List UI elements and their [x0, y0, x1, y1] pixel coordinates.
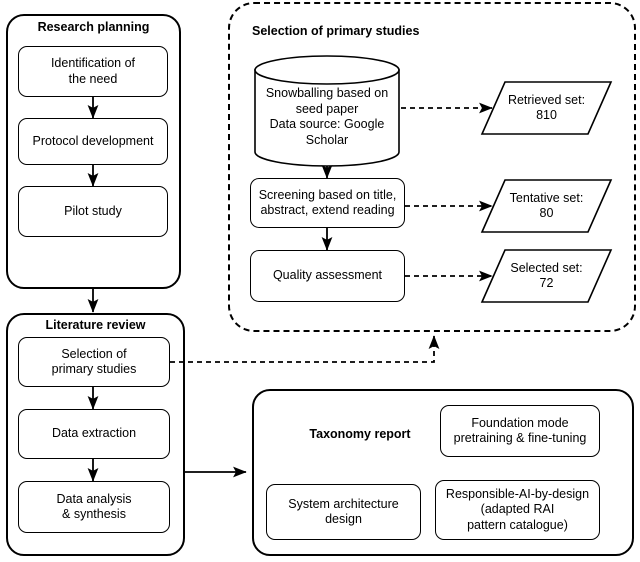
- node-quality-assessment[interactable]: Quality assessment: [250, 250, 405, 302]
- node-protocol-development[interactable]: Protocol development: [18, 118, 168, 165]
- node-pilot-study[interactable]: Pilot study: [18, 186, 168, 237]
- node-data-analysis-and-synthesis[interactable]: Data analysis & synthesis: [18, 481, 170, 533]
- output-retrieved-set-label: Retrieved set: 810: [507, 92, 586, 123]
- group-title-taxonomy-report: Taxonomy report: [309, 427, 411, 441]
- group-selection-of-primary-studies: [228, 2, 636, 332]
- group-title-research-planning: Research planning: [37, 20, 150, 34]
- output-retrieved-set[interactable]: Retrieved set: 810: [482, 82, 611, 134]
- group-literature-review: [6, 313, 185, 556]
- group-title-literature-review: Literature review: [45, 318, 146, 332]
- node-selection-of-primary-studies[interactable]: Selection of primary studies: [18, 337, 170, 387]
- output-selected-set[interactable]: Selected set: 72: [482, 250, 611, 302]
- group-taxonomy-report: [252, 389, 634, 556]
- group-title-selection-of-primary-studies: Selection of primary studies: [252, 24, 420, 38]
- node-foundation-mode-pretraining[interactable]: Foundation mode pretraining & fine-tunin…: [440, 405, 600, 457]
- node-system-architecture-design[interactable]: System architecture design: [266, 484, 421, 540]
- node-data-extraction[interactable]: Data extraction: [18, 409, 170, 459]
- output-selected-set-label: Selected set: 72: [510, 260, 583, 291]
- node-snowballing-label: Snowballing based on seed paper Data sou…: [265, 86, 389, 147]
- output-tentative-set-label: Tentative set: 80: [509, 190, 584, 221]
- arrow-selection-node-to-selection-panel: [170, 335, 440, 363]
- output-tentative-set[interactable]: Tentative set: 80: [482, 180, 611, 232]
- node-screening-based-on-title[interactable]: Screening based on title, abstract, exte…: [250, 178, 405, 228]
- group-research-planning: [6, 14, 181, 289]
- node-responsible-ai-by-design[interactable]: Responsible-AI-by-design (adapted RAI pa…: [435, 480, 600, 540]
- node-snowballing-based-on-seed-paper[interactable]: Snowballing based on seed paper Data sou…: [255, 56, 399, 166]
- node-identification-of-the-need[interactable]: Identification of the need: [18, 46, 168, 97]
